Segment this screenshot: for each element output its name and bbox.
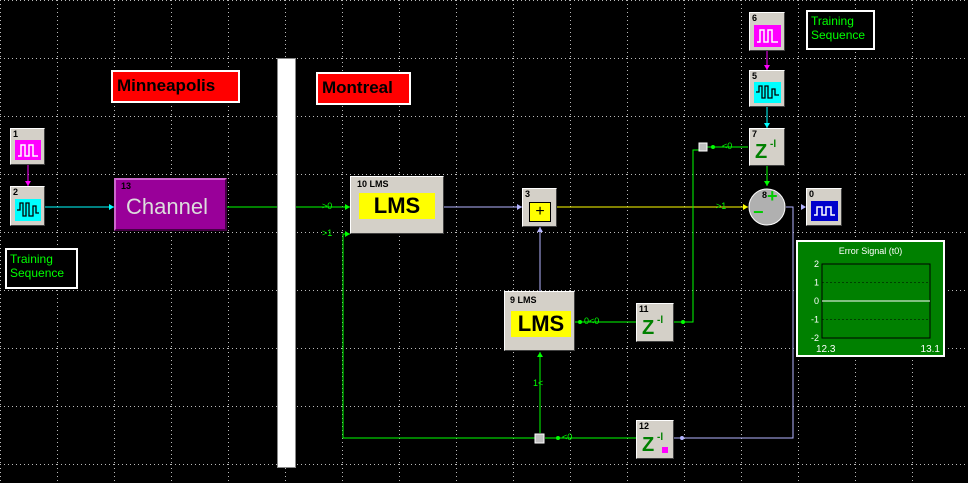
lms-label: LMS — [511, 311, 571, 337]
pulse-source-icon — [754, 25, 781, 47]
arrowhead-5-in — [764, 65, 770, 70]
y-tick-label: 0 — [814, 296, 819, 306]
arrowhead-13-in — [109, 204, 114, 210]
x-end-label: 13.1 — [921, 344, 941, 355]
port-label: >0 — [322, 201, 333, 211]
delay-z-label: Z — [642, 317, 655, 339]
note-training-top: Training Sequence — [806, 10, 875, 50]
x-start-label: 12.3 — [816, 344, 836, 355]
port-dot — [578, 320, 582, 324]
port-label: <0 — [722, 141, 733, 151]
delay-exponent: -l — [657, 432, 664, 443]
arrowhead-3-in — [517, 204, 522, 210]
note-line: Sequence — [811, 28, 866, 42]
note-line: Training — [10, 252, 53, 266]
arrowhead-3-bottom — [537, 227, 543, 232]
port-dot — [680, 436, 684, 440]
block-number: 9 LMS — [510, 295, 537, 305]
lms-label: LMS — [359, 193, 435, 219]
junction-node-top[interactable] — [698, 142, 708, 152]
summer-block-8[interactable]: 8 + − — [748, 186, 786, 226]
arrowhead-9-bottom — [537, 352, 543, 357]
delay-z-label: Z — [642, 434, 655, 456]
channel-block-13[interactable]: 13 Channel — [114, 178, 227, 231]
delay-z-label: Z — [755, 141, 768, 163]
lms-block-10[interactable]: 10 LMS LMS — [350, 176, 444, 234]
pulse-source-block-6[interactable]: 6 — [749, 12, 785, 51]
y-tick-label: 1 — [814, 278, 819, 288]
delay-block-7[interactable]: 7 Z -l — [749, 128, 785, 166]
arrowhead-7-in — [764, 123, 770, 128]
separator-bar — [277, 58, 296, 468]
pulse-source-icon — [15, 140, 41, 160]
block-number: 6 — [752, 13, 758, 23]
junction-node-bottom[interactable] — [534, 433, 545, 444]
arrowhead-2-in — [25, 181, 31, 186]
block-number: 1 — [13, 129, 19, 139]
y-tick-label: -1 — [811, 315, 819, 325]
block-number: 12 — [639, 421, 650, 431]
pn-sequence-icon — [15, 199, 41, 221]
block-number: 7 — [752, 129, 758, 139]
delay-exponent: -l — [657, 315, 664, 326]
block-number: 11 — [639, 304, 649, 314]
port-dot — [681, 320, 685, 324]
lms-block-9[interactable]: 9 LMS LMS — [504, 291, 575, 351]
delay-marker-icon — [662, 447, 668, 453]
port-label: >1 — [716, 201, 727, 211]
pulse-source-block-1[interactable]: 1 — [10, 128, 45, 165]
arrowhead-10-in — [345, 204, 350, 210]
arrowhead-0-in — [801, 204, 806, 210]
block-number: 10 LMS — [357, 179, 389, 189]
adder-block-3[interactable]: 3 + — [522, 188, 557, 227]
port-dot — [711, 145, 715, 149]
pn-sequence-block-5[interactable]: 5 — [749, 70, 785, 107]
delay-block-12[interactable]: 12 Z -l — [636, 420, 674, 459]
delay-exponent: -l — [770, 139, 777, 150]
y-tick-label: 2 — [814, 259, 819, 269]
summer-minus-sign: − — [753, 202, 764, 222]
block-number: 5 — [752, 71, 758, 81]
port-label: 0<0 — [584, 316, 600, 326]
port-label: <0 — [562, 432, 573, 442]
label-minneapolis: Minneapolis — [111, 70, 240, 103]
note-training-left: Training Sequence — [5, 248, 78, 289]
arrowhead-8-top — [764, 181, 770, 186]
y-tick-label: -2 — [811, 333, 819, 343]
sink-display-icon — [811, 201, 838, 221]
block-number: 13 — [121, 181, 132, 191]
block-number: 2 — [13, 187, 19, 197]
summer-plus-sign: + — [767, 186, 778, 206]
plot-title: Error Signal (t0) — [838, 246, 903, 256]
sink-block-0[interactable]: 0 — [806, 188, 842, 226]
port-label: 1< — [533, 378, 544, 388]
arrowhead-8-in — [743, 204, 748, 210]
plus-label: + — [529, 202, 551, 222]
delay-block-11[interactable]: 11 Z -l — [636, 303, 674, 342]
pn-sequence-block-2[interactable]: 2 — [10, 186, 45, 226]
block-number: 3 — [525, 189, 531, 199]
block-number: 0 — [809, 189, 815, 199]
channel-label: Channel — [126, 194, 208, 219]
plot-area: 2 1 0 -1 -212.3 13.1 — [811, 259, 941, 355]
port-dot — [556, 436, 560, 440]
note-line: Training — [811, 14, 854, 28]
wire-8-to-0-and-12[interactable] — [674, 206, 794, 439]
port-label: >1 — [322, 228, 333, 238]
summer-num: 8 — [762, 190, 767, 200]
note-line: Sequence — [10, 266, 65, 280]
label-montreal: Montreal — [316, 72, 411, 105]
pn-sequence-icon — [754, 82, 781, 103]
arrowhead-10-in-1 — [345, 231, 350, 237]
